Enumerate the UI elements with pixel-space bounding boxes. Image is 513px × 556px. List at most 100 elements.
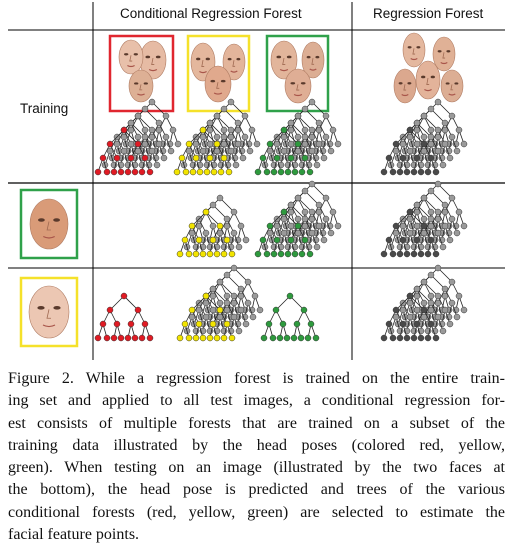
tree-node	[134, 147, 142, 155]
tree-node	[438, 154, 446, 162]
tree-node	[455, 292, 463, 300]
tree-node	[120, 133, 128, 141]
tree-node	[427, 222, 435, 230]
tree-node	[280, 215, 288, 223]
tree-node	[319, 229, 327, 237]
face-nose	[311, 58, 315, 65]
tree-node	[124, 168, 132, 176]
tree-node	[413, 320, 421, 328]
tree-node	[113, 140, 121, 148]
tree-node	[270, 168, 278, 176]
tree-node	[431, 243, 439, 251]
tree-node	[280, 229, 288, 237]
tree-node	[202, 299, 210, 307]
tree-node	[399, 306, 407, 314]
face-nose	[296, 84, 300, 91]
tree-node	[230, 208, 238, 216]
tree-edge	[304, 108, 320, 124]
face-eye-right	[133, 53, 138, 56]
tree-node	[286, 292, 294, 300]
tree-node	[134, 306, 142, 314]
face-eye-left	[290, 82, 296, 85]
tree-edge	[191, 211, 207, 227]
tree-node	[301, 154, 309, 162]
figure: Conditional Regression Forest Regression…	[8, 2, 505, 360]
tree-node	[220, 250, 228, 258]
tree-node	[280, 147, 288, 155]
tree-edge	[430, 274, 446, 290]
tree-node	[234, 236, 242, 244]
header-regression-forest: Regression Forest	[373, 6, 484, 21]
tree-node	[146, 334, 154, 342]
tree-node	[141, 133, 149, 141]
tree-node	[195, 236, 203, 244]
tree-node	[216, 306, 224, 314]
tree-node	[259, 236, 267, 244]
tree-node	[138, 334, 146, 342]
decision-tree	[261, 201, 321, 251]
tree-edge	[283, 211, 299, 227]
tree-node	[406, 313, 414, 321]
tree-node	[420, 133, 428, 141]
tree-node	[113, 154, 121, 162]
tree-node	[290, 334, 298, 342]
tree-node	[266, 147, 274, 155]
tree-node	[120, 126, 128, 134]
tree-edge	[216, 115, 232, 131]
tree-node	[230, 264, 238, 272]
tree-node	[301, 105, 309, 113]
tree-node	[169, 126, 177, 134]
tree-node	[141, 320, 149, 328]
tree-node	[249, 313, 257, 321]
face-illustration	[393, 68, 417, 104]
tree-node	[176, 334, 184, 342]
tree-edge	[205, 211, 221, 227]
tree-edge	[123, 295, 139, 311]
tree-node	[427, 306, 435, 314]
tree-node	[308, 98, 316, 106]
face-eye-left	[437, 50, 442, 53]
tree-node	[327, 147, 335, 155]
tree-node	[232, 161, 240, 169]
tree-node	[220, 140, 228, 148]
face-illustration	[139, 40, 167, 80]
tree-node	[155, 119, 163, 127]
tree-edge	[437, 101, 453, 117]
tree-node	[216, 278, 224, 286]
face-eye-right	[205, 57, 210, 61]
tree-node	[273, 140, 281, 148]
tree-node	[99, 154, 107, 162]
caption-line: est consists of multiple forests that ar…	[8, 414, 505, 432]
face-illustration	[402, 32, 426, 68]
face-eye-right	[286, 55, 292, 59]
tree-node	[420, 313, 428, 321]
tree-node	[216, 229, 224, 237]
tree-node	[392, 306, 400, 314]
tree-node	[301, 187, 309, 195]
face-eye-left	[306, 55, 311, 59]
face-eye-left	[210, 79, 216, 83]
tree-node	[106, 306, 114, 314]
tree-node	[120, 147, 128, 155]
tree-edge	[123, 129, 139, 145]
tree-node	[417, 168, 425, 176]
tree-edge	[304, 190, 320, 206]
tree-node	[209, 285, 217, 293]
decision-tree	[94, 126, 154, 176]
tree-node	[209, 320, 217, 328]
tree-node	[127, 140, 135, 148]
tree-node	[439, 161, 447, 169]
face-illustration	[222, 43, 246, 81]
tree-node	[106, 140, 114, 148]
tree-node	[220, 105, 228, 113]
tree-node	[420, 306, 428, 314]
tree-edge	[416, 122, 432, 138]
tree-node	[220, 126, 228, 134]
tree-node	[192, 154, 200, 162]
tree-node	[446, 320, 454, 328]
tree-node	[270, 250, 278, 258]
tree-node	[392, 147, 400, 155]
tree-node	[199, 250, 207, 258]
tree-node	[455, 126, 463, 134]
tree-node	[209, 236, 217, 244]
